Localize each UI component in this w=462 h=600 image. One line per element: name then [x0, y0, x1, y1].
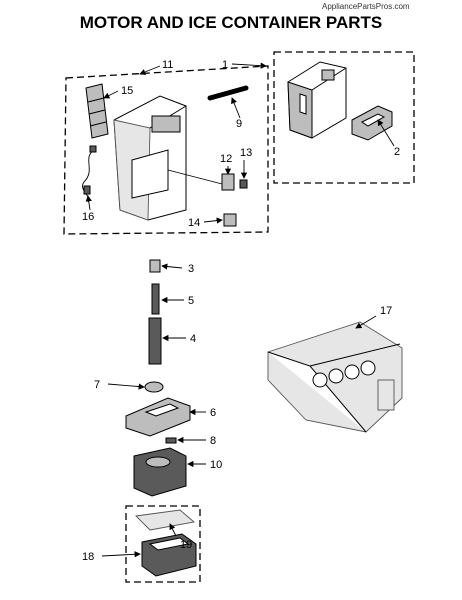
part-9-rod: [207, 85, 249, 101]
part-4-shaft: [148, 317, 162, 365]
callout-13: 13: [240, 147, 252, 159]
part-16-wire-harness: [82, 145, 97, 203]
callout-5: 5: [188, 295, 194, 307]
part-7-washer: [144, 381, 164, 393]
part-5-spring: [151, 283, 160, 315]
part-10-motor: [133, 447, 187, 497]
part-17-ice-maker: [267, 321, 403, 433]
part-15-cover: [85, 83, 109, 139]
part-14-connector: [223, 213, 237, 227]
part-19-gasket: [135, 509, 196, 531]
callout-10: 10: [210, 459, 222, 471]
part-8-spacer: [165, 437, 177, 444]
callout-14: 14: [188, 217, 200, 229]
part-13-clip: [239, 179, 248, 189]
callout-9: 9: [236, 118, 242, 130]
callout-7: 7: [94, 379, 100, 391]
part-12-switch: [221, 173, 235, 191]
part-6-motor-bracket: [125, 397, 191, 437]
callout-3: 3: [188, 263, 194, 275]
callout-6: 6: [210, 407, 216, 419]
part-3-nut: [149, 259, 161, 273]
part-18-base-housing: [141, 533, 197, 577]
page-title: MOTOR AND ICE CONTAINER PARTS: [80, 13, 383, 32]
callout-15: 15: [121, 85, 133, 97]
callout-4: 4: [190, 333, 196, 345]
callout-2: 2: [394, 146, 400, 158]
part-2-bracket: [351, 105, 393, 141]
callout-12: 12: [220, 153, 232, 165]
group-box-1: [273, 51, 415, 184]
part-1-ice-bin: [287, 61, 347, 139]
callout-8: 8: [210, 435, 216, 447]
callout-18: 18: [82, 551, 94, 563]
callout-17: 17: [380, 305, 392, 317]
callout-11: 11: [162, 59, 173, 71]
callout-1: 1: [222, 59, 228, 71]
part-11-housing: [113, 95, 187, 221]
callout-19: 19: [180, 539, 192, 551]
group-box-18: [125, 505, 201, 583]
group-box-11: [63, 65, 269, 235]
watermark-text: AppliancePartsPros.com: [322, 2, 410, 11]
callout-16: 16: [82, 211, 94, 223]
